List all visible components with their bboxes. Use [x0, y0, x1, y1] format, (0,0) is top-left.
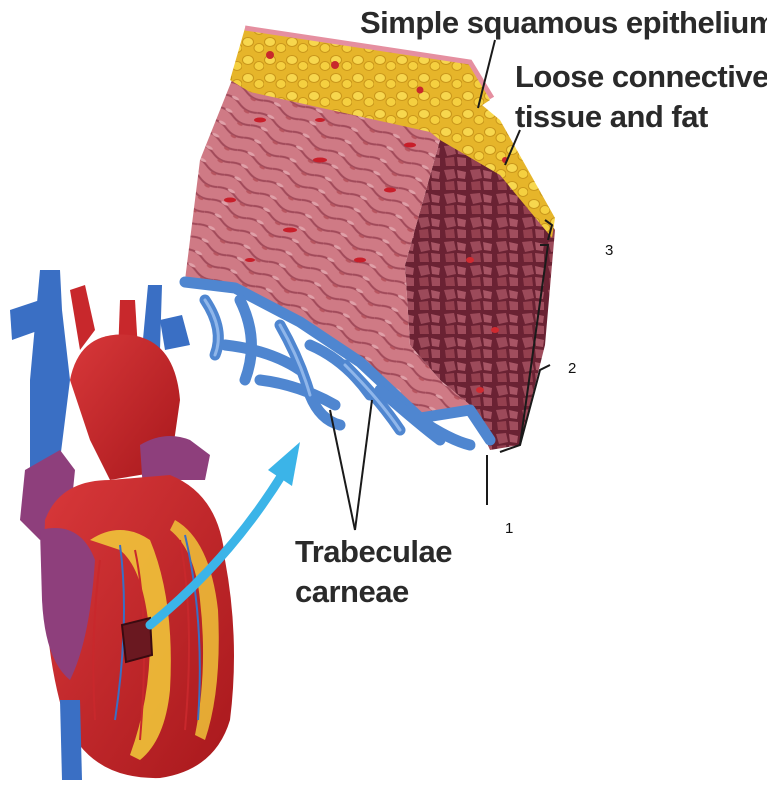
label-trabeculae-line2: carneae [295, 574, 409, 609]
number-label-2: 2 [568, 360, 577, 377]
inferior-vena-cava [60, 700, 82, 780]
zoom-arrow [145, 442, 300, 630]
muscle-nuclei [224, 117, 499, 393]
leader-lines [329, 39, 521, 531]
fat-side-strip [440, 95, 555, 238]
myocardium-front-face [185, 60, 470, 415]
fat-vessels [266, 51, 508, 163]
label-loose-connective-line2: tissue and fat [515, 99, 708, 134]
label-simple-squamous-epithelium: Simple squamous epithelium [360, 5, 767, 40]
label-loose-connective-line1: Loose connective [515, 59, 767, 94]
pulmonary-vessels-left [10, 300, 40, 340]
coronary-fat [90, 530, 171, 760]
trabeculae-highlights [203, 298, 402, 432]
number-label-1: 1 [505, 520, 514, 537]
label-trabeculae-line1: Trabeculae [295, 534, 452, 569]
tissue-block [179, 25, 555, 531]
heart [10, 270, 234, 780]
right-atrium [40, 528, 95, 680]
layer-brackets [499, 219, 554, 453]
superior-vena-cava [30, 270, 70, 470]
simple-squamous-epithelium-layer [244, 25, 495, 100]
number-label-3: 3 [605, 242, 614, 259]
pulmonary-trunk-right [160, 315, 190, 350]
aortic-branch-2 [142, 285, 162, 350]
tissue-sample-window [120, 616, 154, 664]
brachiocephalic-artery [70, 285, 95, 350]
